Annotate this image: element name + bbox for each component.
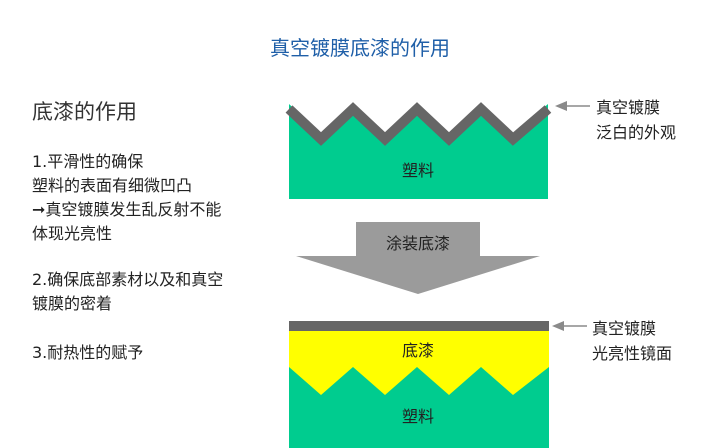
process-arrow-label: 涂装底漆: [386, 234, 450, 253]
point-line: ➞真空镀膜发生乱反射不能: [32, 200, 222, 219]
bottom-plastic-block: [289, 367, 549, 448]
process-arrowhead: [296, 256, 540, 294]
bottom-coating-note: 真空镀膜 光亮性镜面: [592, 316, 672, 366]
top-coating-note: 真空镀膜 泛白的外观: [596, 95, 676, 145]
top-plastic-block: [289, 104, 548, 199]
point-line: 塑料的表面有细微凹凸: [32, 176, 193, 195]
note-line: 真空镀膜: [596, 98, 661, 117]
point-heat-resistance: 3.耐热性的赋予: [32, 341, 143, 365]
point-smoothness: 1.平滑性的确保 塑料的表面有细微凹凸 ➞真空镀膜发生乱反射不能 体现光亮性: [32, 150, 221, 246]
bottom-coating-layer: [289, 321, 549, 331]
bottom-plastic-label: 塑料: [402, 407, 434, 426]
top-plastic-label: 塑料: [402, 161, 434, 180]
note-line: 光亮性镜面: [592, 344, 673, 363]
point-line: 2.确保底部素材以及和真空: [32, 270, 224, 289]
note-line: 泛白的外观: [596, 123, 677, 142]
process-arrow-shaft: [356, 222, 480, 258]
page-title: 真空镀膜底漆的作用: [270, 36, 450, 60]
point-line: 1.平滑性的确保: [32, 152, 144, 171]
bottom-note-arrowhead: [552, 321, 564, 331]
point-line: 体现光亮性: [32, 224, 113, 243]
point-line: 3.耐热性的赋予: [32, 343, 144, 362]
bottom-primer-label: 底漆: [402, 341, 434, 360]
note-line: 真空镀膜: [592, 319, 657, 338]
top-coating-layer: [285, 102, 552, 146]
point-adhesion: 2.确保底部素材以及和真空 镀膜的密着: [32, 268, 223, 316]
point-line: 镀膜的密着: [32, 294, 113, 313]
primer-purpose-heading: 底漆的作用: [32, 100, 137, 124]
top-note-arrowhead: [555, 101, 567, 111]
